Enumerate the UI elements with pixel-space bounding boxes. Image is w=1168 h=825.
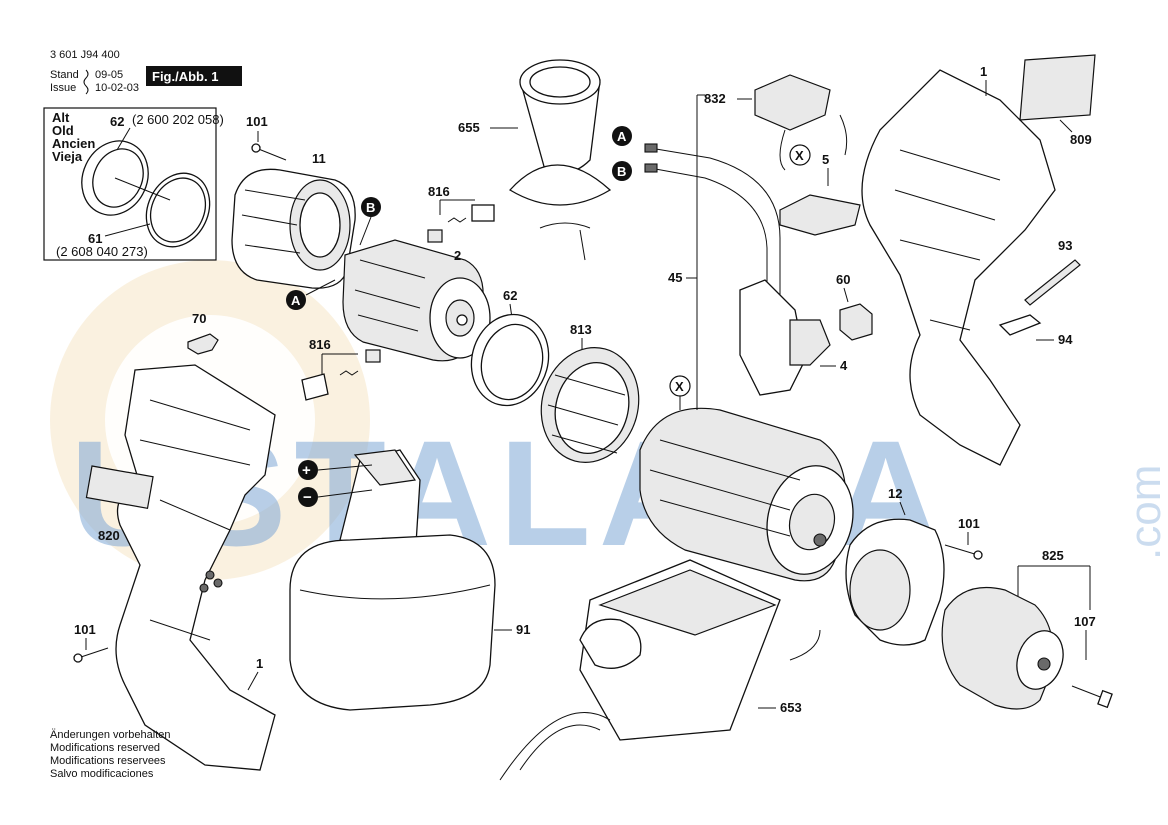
part-655-holster: 655 [458,59,612,261]
label-820: 820 [98,528,120,543]
part-70-clip: 70 [187,311,219,355]
label-5: 5 [822,152,829,167]
issue-label: Issue [50,82,76,94]
svg-text:−: − [303,489,312,506]
label-93: 93 [1058,238,1072,253]
screw-101-right: 101 [944,516,983,560]
marker-B-left: B [359,197,381,246]
footer-line-1: Modifications reserved [50,742,160,754]
marker-A-right: A [612,126,632,146]
part-12-cover: 12 [845,486,945,646]
label-1-bottom: 1 [256,656,263,671]
legend-part-61: 61 [88,231,102,246]
marker-X-right [789,144,811,166]
legend-code-62: (2 600 202 058) [132,112,224,127]
part-45-cable: 45 [644,94,781,410]
label-1-top: 1 [980,64,987,79]
label-plate-809 [1019,54,1096,121]
label-62: 62 [503,288,517,303]
fig-label: Fig./Abb. 1 [152,69,218,84]
part-825-chuck: 825 107 [941,548,1113,710]
part-93-bit: 93 [1024,238,1081,306]
screw-101-top: 101 [246,114,287,161]
watermark-suffix: .com [1121,465,1168,560]
issue-date: 10-02-03 [95,82,139,94]
footer-line-0: Änderungen vorbehalten [50,729,170,741]
svg-text:B: B [617,164,626,179]
label-825: 825 [1042,548,1064,563]
drawing-number: 3 601 J94 400 [50,49,120,61]
label-4: 4 [840,358,848,373]
label-816-bottom: 816 [309,337,331,352]
label-809: 809 [1070,132,1092,147]
part-62-ring: 62 [470,288,550,407]
label-12: 12 [888,486,902,501]
svg-text:A: A [291,293,301,308]
part-832: 832 X [704,74,848,171]
label-655: 655 [458,120,480,135]
legend-line-0: Alt [52,110,70,125]
part-60: 60 [836,272,873,341]
part-94-clip: 94 [998,314,1073,347]
part-816-top-brushes: 816 [427,184,495,243]
footer-notes: Änderungen vorbehalten Modifications res… [50,729,170,780]
part-2-motor: 2 [342,239,491,362]
fig-badge [146,66,242,86]
label-91: 91 [516,622,530,637]
svg-text:+: + [302,462,311,479]
part-4-switch: 4 [739,279,848,396]
label-2: 2 [454,248,461,263]
footer-line-2: Modifications reservees [50,755,166,767]
svg-text:B: B [366,200,375,215]
brace-icon [83,69,89,95]
label-101-left: 101 [74,622,96,637]
label-94: 94 [1058,332,1073,347]
footer-line-3: Salvo modificaciones [50,768,154,780]
stand-label: Stand [50,69,79,81]
label-813: 813 [570,322,592,337]
legend-part-62: 62 [110,114,124,129]
label-101-right: 101 [958,516,980,531]
part-816-bottom-brushes: 816 [301,337,381,401]
old-parts-box: Alt Old Ancien Vieja 62 (2 600 202 058) … [43,107,224,261]
legend-line-2: Ancien [52,136,95,151]
label-plate-820 [85,465,154,509]
legend-line-3: Vieja [52,149,83,164]
marker-A-left: A [286,279,336,310]
part-1-housing-left: 820 1 [85,364,276,771]
legend-code-61: (2 608 040 273) [56,244,148,259]
label-832: 832 [704,91,726,106]
header: 3 601 J94 400 Stand Issue 09-05 10-02-03… [50,49,242,95]
plus-marker [298,460,318,480]
part-11-housing: 11 [231,151,356,289]
screw-101-left: 101 [73,622,109,663]
label-101-top: 101 [246,114,268,129]
marker-B-right: B [612,161,632,181]
label-107: 107 [1074,614,1096,629]
part-653-charger: 653 [499,559,821,781]
part-1-housing-right: 1 809 [861,54,1096,466]
part-91-battery: 91 + − [289,449,530,711]
legend-line-1: Old [52,123,74,138]
svg-text:X: X [795,148,804,163]
label-816-top: 816 [428,184,450,199]
svg-text:X: X [675,379,684,394]
label-653: 653 [780,700,802,715]
label-70: 70 [192,311,206,326]
part-5-trigger-part: 5 [779,152,861,236]
part-813-gear-ring: 813 [540,322,640,463]
minus-marker [298,487,318,507]
part-gearbox: X [639,375,854,582]
stand-date: 09-05 [95,69,123,81]
label-11: 11 [312,151,326,166]
svg-text:A: A [617,129,627,144]
label-60: 60 [836,272,850,287]
label-45: 45 [668,270,682,285]
